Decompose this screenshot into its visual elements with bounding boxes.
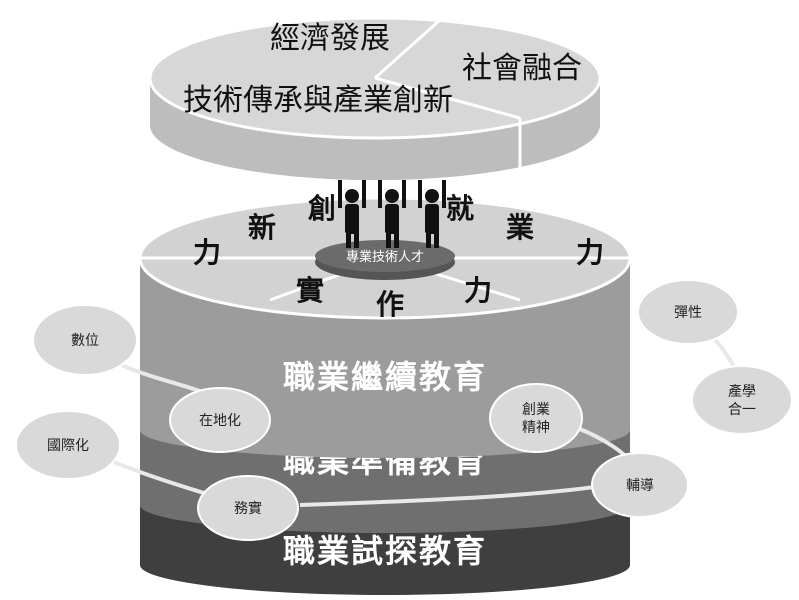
bubble-guidance: 輔導 [591,452,689,518]
svg-text:務實: 務實 [234,500,262,517]
employment-char-3: 力 [576,236,604,269]
svg-text:在地化: 在地化 [199,413,241,429]
bubble-entrepreneurship: 創業 精神 [489,383,583,453]
svg-text:產學: 產學 [728,383,756,400]
center-label: 專業技術人才 [346,249,424,265]
supporting-figures-icon [338,180,446,248]
bubble-industry: 產學 合一 [691,365,793,435]
middle-disc: 專業技術人才 創 新 力 就 業 力 實 作 力 [138,192,632,321]
svg-text:輔導: 輔導 [626,478,654,494]
bubble-flexible: 彈性 [637,279,739,345]
top-disc: 經濟發展 社會融合 技術傳承與產業創新 [148,16,602,180]
svg-text:國際化: 國際化 [47,438,89,454]
svg-text:精神: 精神 [522,420,550,436]
practice-char-1: 實 [296,274,324,307]
innovation-char-3: 力 [193,236,221,269]
bubble-career: 務實 [197,475,299,541]
bubble-internationalization: 國際化 [15,410,121,480]
bubble-localization: 在地化 [169,387,271,453]
band-exploration-label: 職業試探教育 [283,532,487,570]
tech-label: 技術傳承與產業創新 [183,83,453,118]
band-continuing-label: 職業繼續教育 [283,358,487,396]
innovation-char-1: 創 [308,192,336,225]
svg-text:數位: 數位 [71,333,99,349]
employment-char-2: 業 [506,211,534,244]
social-label: 社會融合 [462,51,582,86]
svg-text:彈性: 彈性 [674,305,702,321]
svg-text:合一: 合一 [728,402,756,418]
bubble-digital: 數位 [32,304,138,376]
practice-char-3: 力 [464,274,492,307]
practice-char-2: 作 [376,288,404,321]
innovation-char-2: 新 [248,211,276,244]
svg-text:創業: 創業 [522,402,550,418]
economic-label: 經濟發展 [270,21,390,56]
employment-char-1: 就 [446,192,474,225]
